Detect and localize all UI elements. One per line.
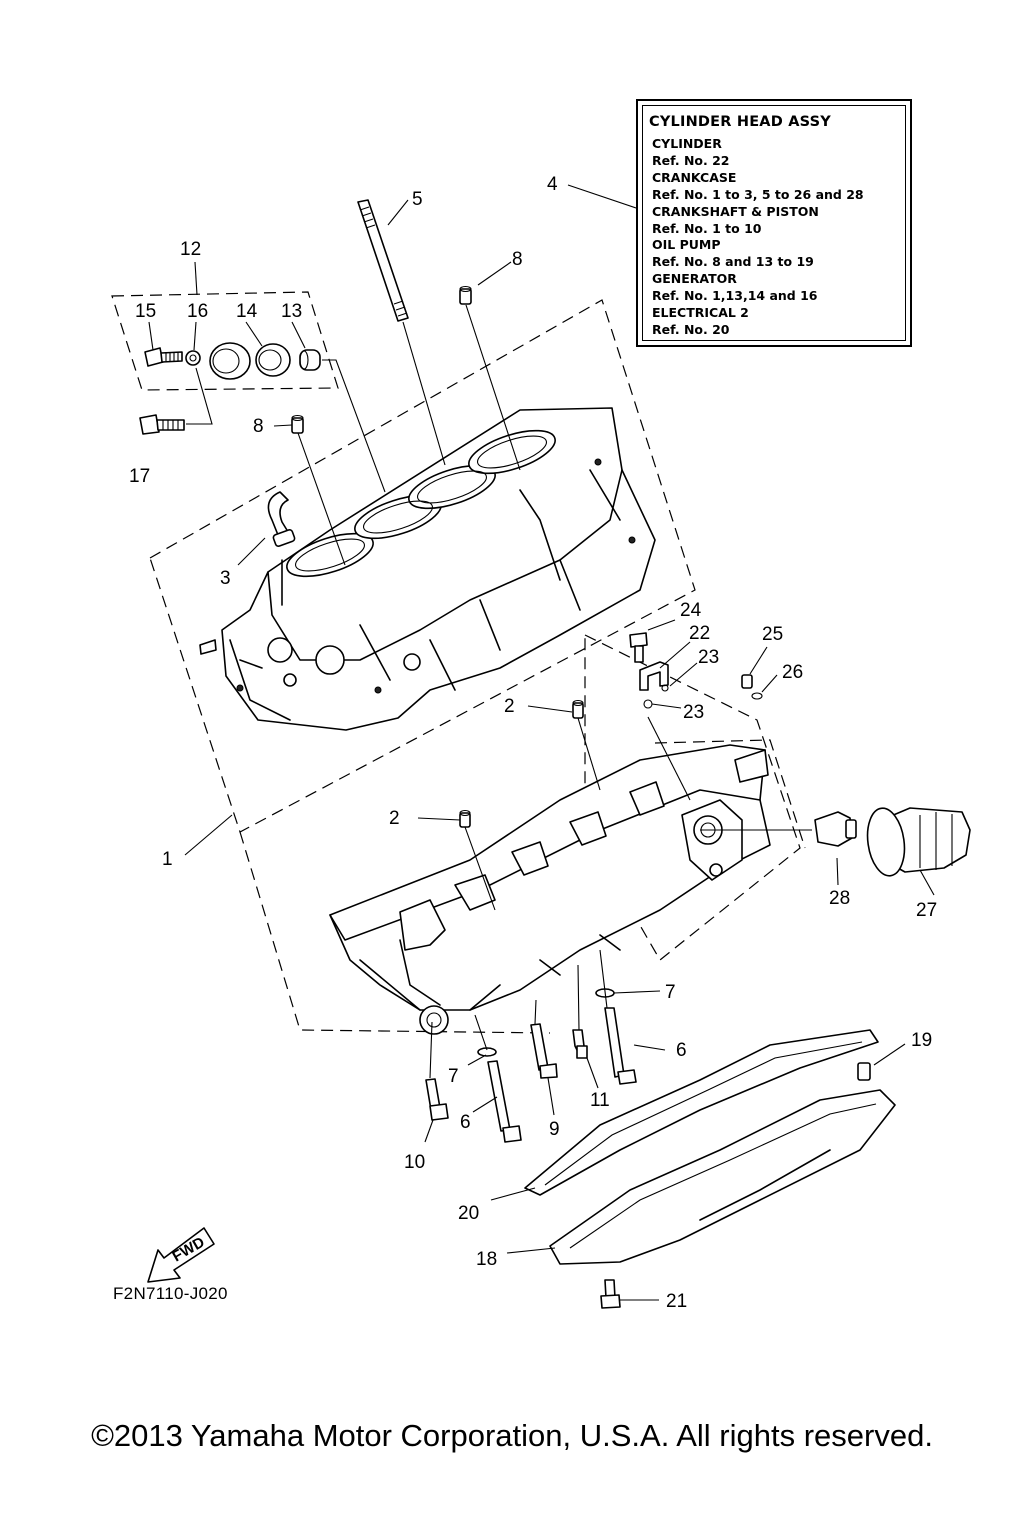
breather-hose [267,491,296,548]
callout-8-left: 8 [253,416,264,437]
callout-1: 1 [162,849,173,870]
callout-3: 3 [220,568,231,589]
callout-13: 13 [281,301,302,322]
dowel-pin-8-left [291,414,304,434]
callout-23-lower: 23 [683,702,704,723]
oil-filter [866,807,971,877]
leader-lines [148,184,935,1301]
callout-6-right: 6 [676,1040,687,1061]
legend-entry-ref: Ref. No. 1,13,14 and 16 [652,288,818,304]
legend-entry-name: CRANKCASE [652,169,737,185]
oil-pan-gasket [524,1029,879,1196]
lower-crankcase [329,744,771,1035]
legend-title: CYLINDER HEAD ASSY [649,114,831,130]
oil-pump-group-dashed-outline [111,291,339,391]
legend-entry-name: ELECTRICAL 2 [652,305,749,321]
callout-6-left: 6 [460,1112,471,1133]
dowel-pin-25 [741,674,753,689]
callout-19: 19 [911,1030,932,1051]
legend-entry-ref: Ref. No. 8 and 13 to 19 [652,254,814,270]
callout-2-upper: 2 [504,696,515,717]
oil-pipe-parts [629,632,763,709]
legend-entry-name: GENERATOR [652,271,737,287]
stud-bolt [357,199,409,322]
callout-12: 12 [180,239,201,260]
callout-26: 26 [782,662,803,683]
callout-27: 27 [916,900,937,921]
callout-24: 24 [680,600,702,621]
callout-18: 18 [476,1249,497,1270]
callout-8-top: 8 [512,249,523,270]
callout-17: 17 [129,466,150,487]
callout-14: 14 [236,301,258,322]
legend-entry-ref: Ref. No. 20 [652,321,730,337]
oil-pan [549,1089,896,1265]
callout-16: 16 [187,301,208,322]
crankcase-bolts [425,988,637,1309]
callout-22: 22 [689,623,710,644]
callout-15: 15 [135,301,156,322]
reference-legend-inner: CYLINDER HEAD ASSY CYLINDER Ref. No. 22 … [642,105,906,341]
callout-5: 5 [412,189,423,210]
upper-crankcase-dashed-outline [149,299,696,833]
bolt-17 [139,414,185,435]
crankcase-assy-dashed-outline [239,831,551,1034]
callout-9: 9 [549,1119,560,1140]
lower-case-right-dashed-outline [654,739,806,849]
dowel-pin-2-upper [572,699,584,719]
legend-entry-ref: Ref. No. 1 to 10 [652,220,762,236]
callout-11: 11 [590,1090,610,1111]
legend-entry-name: CYLINDER [652,136,722,151]
copyright-notice: ©2013 Yamaha Motor Corporation, U.S.A. A… [91,1418,933,1453]
legend-entry-name: OIL PUMP [652,237,721,253]
dowel-pin-2-lower [459,809,471,828]
callout-10: 10 [404,1152,425,1173]
legend-entry-name: CRANKSHAFT & PISTON [652,203,819,219]
legend-entry-ref: Ref. No. 22 [652,152,730,168]
callout-7-left: 7 [448,1066,459,1087]
reference-legend: CYLINDER HEAD ASSY CYLINDER Ref. No. 22 … [636,99,912,347]
upper-crankcase [199,407,656,731]
callout-25: 25 [762,624,783,645]
dowel-pin-19 [857,1062,871,1081]
dowel-pin-8-top [459,285,472,305]
callout-numbers: 1 2 2 3 4 5 6 6 7 7 8 8 9 10 11 12 13 14… [129,174,937,1312]
forward-arrow-icon: FWD [147,1227,215,1283]
figure-code: F2N7110-J020 [113,1284,228,1303]
callout-28: 28 [829,888,850,909]
callout-4: 4 [547,174,558,195]
callout-2-lower: 2 [389,808,400,829]
callout-7-right: 7 [665,982,676,1003]
oil-pump-parts [144,342,321,380]
callout-20: 20 [458,1203,479,1224]
callout-23-upper: 23 [698,647,719,668]
legend-entry-ref: Ref. No. 1 to 3, 5 to 26 and 28 [652,186,864,202]
callout-21: 21 [666,1291,687,1312]
union-bolt [814,811,857,847]
